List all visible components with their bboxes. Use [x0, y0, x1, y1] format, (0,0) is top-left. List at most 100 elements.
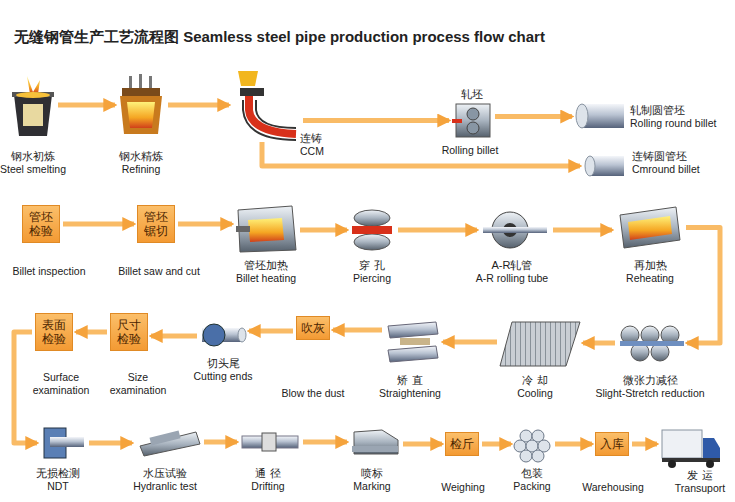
refining-furnace — [120, 74, 162, 134]
process-step: 冷 却Cooling — [500, 320, 580, 368]
step-label: NDT — [47, 480, 69, 493]
process-step: 管坯加热Billet heating — [235, 205, 297, 253]
box-label: 表面 检验 — [40, 318, 68, 346]
flow-arrow — [686, 228, 720, 344]
rolling-mill — [452, 104, 490, 137]
flow-arrow — [555, 442, 592, 447]
step-label: 无损检测 — [36, 467, 80, 480]
step-label: Rolling billet — [442, 144, 499, 157]
flow-arrow — [495, 114, 572, 119]
step-label: Weighing — [441, 481, 485, 494]
process-step: 喷标Marking — [350, 428, 400, 456]
process-box: 尺寸 检验Size examination — [110, 313, 148, 351]
flow-arrow — [443, 340, 497, 345]
flow-arrow — [262, 142, 580, 166]
step-label: Hydranlic test — [133, 480, 197, 493]
process-step: 钢水精炼Refining — [118, 75, 165, 135]
cutting-saw — [202, 324, 246, 346]
straightening-rolls — [388, 322, 438, 362]
box-label: 管坯 检验 — [27, 210, 55, 238]
step-label: Billet heating — [236, 272, 296, 285]
step-label: 轧坯 — [461, 88, 483, 101]
process-step: 包装Packing — [514, 428, 552, 464]
heating-furnace — [236, 206, 296, 252]
process-step: 发 运Transuport — [660, 428, 722, 468]
flow-arrow — [303, 118, 449, 123]
flow-arrow — [333, 328, 382, 333]
step-label: 连铸 — [300, 132, 322, 145]
step-label: Blow the dust — [281, 387, 344, 400]
step-label: 喷标 — [361, 467, 383, 480]
step-label: Transuport — [675, 482, 725, 495]
step-label: 切头尾 — [207, 357, 240, 370]
flow-arrow — [76, 330, 107, 335]
round-billet — [576, 104, 624, 176]
step-label: 穿 孔 — [359, 259, 384, 272]
process-step: 切头尾Cutting ends — [200, 322, 246, 350]
process-step: 微张力减径Slight-Stretch reduction — [618, 322, 684, 364]
process-step: 穿 孔Piercing — [350, 210, 395, 250]
process-step: 连铸圆管坯Cmround billet — [583, 153, 625, 179]
piercing-mill — [352, 210, 392, 250]
step-label: A-R轧管 — [492, 259, 533, 272]
step-label: A-R rolling tube — [476, 272, 548, 285]
process-step: 水压试验Hydranlic test — [135, 428, 201, 458]
step-label: Refining — [122, 163, 161, 176]
step-label: 再加热 — [634, 259, 667, 272]
flow-arrow — [303, 440, 347, 445]
flow-arrow — [300, 228, 347, 233]
process-box: 吹灰Blow the dust — [296, 316, 330, 340]
flow-arrow — [398, 228, 477, 233]
step-label: Surface examination — [29, 371, 93, 397]
flow-arrow — [403, 442, 442, 447]
step-label: Slight-Stretch reduction — [595, 387, 704, 400]
flow-arrow — [178, 222, 232, 227]
step-label: Rolling round billet — [630, 117, 716, 130]
step-label: Reheating — [626, 272, 674, 285]
step-label: Packing — [513, 480, 550, 493]
step-label: 钢水初炼 — [11, 150, 55, 163]
step-label: Size examination — [107, 371, 169, 397]
process-step: A-R轧管A-R rolling tube — [480, 210, 550, 250]
process-box: 管坯 检验Billet inspection — [22, 205, 60, 243]
flow-arrow — [58, 103, 115, 108]
step-label: Straightening — [379, 387, 441, 400]
reheating-furnace — [620, 207, 680, 248]
box-label: 尺寸 检验 — [115, 318, 143, 346]
step-label: Cooling — [517, 387, 553, 400]
flow-arrow — [553, 228, 612, 233]
process-step: 无损检测NDT — [40, 425, 86, 461]
step-label: 水压试验 — [143, 467, 187, 480]
step-label: Marking — [353, 480, 390, 493]
flow-arrow — [583, 341, 615, 346]
process-step: 通 径Drifting — [240, 430, 300, 454]
step-label: Cutting ends — [194, 370, 253, 383]
process-step: 钢水初炼Steel smelting — [10, 75, 55, 140]
process-step: 轧坯Rolling billet — [452, 103, 492, 138]
step-label: Drifting — [251, 480, 284, 493]
process-box: 入库Warehousing — [595, 432, 629, 456]
step-label: CCM — [300, 145, 324, 158]
box-label: 吹灰 — [301, 321, 325, 335]
drifting-gauge — [242, 433, 298, 451]
pipe-bundle — [514, 430, 550, 462]
process-step: 连铸CCM — [232, 70, 300, 140]
process-box: 检斤Weighing — [445, 432, 479, 456]
reduction-mill — [620, 326, 684, 361]
ndt-tester — [44, 428, 84, 458]
flow-arrow — [151, 334, 197, 339]
step-label: 钢水精炼 — [119, 150, 163, 163]
step-label: Billet inspection — [13, 265, 86, 278]
transport-truck — [662, 430, 720, 468]
step-label: 冷 却 — [522, 374, 547, 387]
step-label: 微张力减径 — [623, 374, 678, 387]
ar-rolling-mill — [483, 212, 547, 248]
step-label: 发 运 — [687, 469, 712, 482]
flow-arrow — [168, 103, 229, 108]
step-label: 轧制圆管坯 — [630, 104, 685, 117]
cooling-bed — [500, 322, 580, 366]
flow-arrow — [204, 440, 237, 445]
marking-machine — [352, 430, 398, 454]
